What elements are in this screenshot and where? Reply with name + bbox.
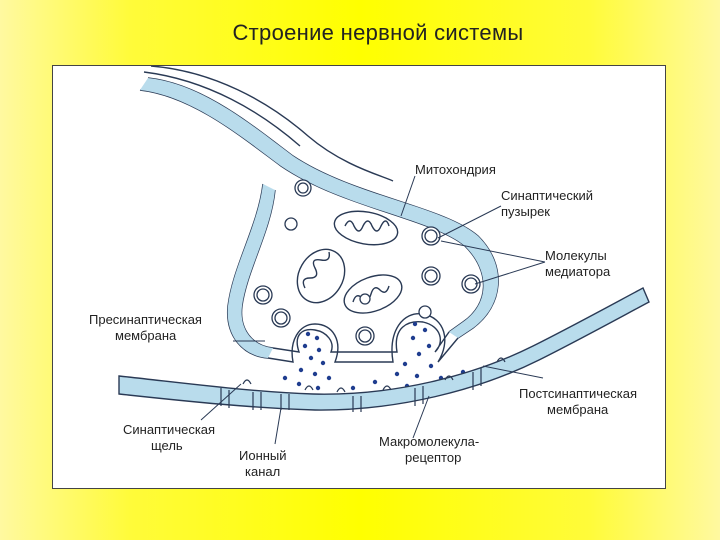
slide-title: Строение нервной системы: [232, 20, 524, 45]
label-receptor-line2: рецептор: [405, 450, 461, 465]
mediator-molecules: [282, 321, 466, 391]
postsynaptic-membrane: [118, 287, 650, 412]
label-receptor-line1: Макромолекула-: [379, 434, 479, 449]
mitochondria: [296, 210, 403, 314]
presynaptic-terminal: [139, 66, 499, 363]
label-ion-channel-line1: Ионный: [239, 448, 287, 463]
synapse-diagram: Митохондрия Синаптический пузырек Молеку…: [52, 65, 666, 489]
label-mediator-line2: медиатора: [545, 264, 611, 279]
label-cleft-line1: Синаптическая: [123, 422, 215, 437]
label-postsynaptic-line2: мембрана: [547, 402, 609, 417]
synaptic-vesicles: [253, 179, 481, 346]
leader-lines: [200, 175, 546, 445]
label-mediator-line1: Молекулы: [545, 248, 607, 263]
label-presynaptic-line2: мембрана: [115, 328, 177, 343]
label-synaptic-vesicle-line1: Синаптический: [501, 188, 593, 203]
synapse-illustration: Митохондрия Синаптический пузырек Молеку…: [89, 66, 650, 479]
label-synaptic-vesicle-line2: пузырек: [501, 204, 550, 219]
label-presynaptic-line1: Пресинаптическая: [89, 312, 202, 327]
label-ion-channel-line2: канал: [245, 464, 280, 479]
label-postsynaptic-line1: Постсинаптическая: [519, 386, 637, 401]
label-cleft-line2: щель: [151, 438, 183, 453]
label-mitochondria: Митохондрия: [415, 162, 496, 177]
